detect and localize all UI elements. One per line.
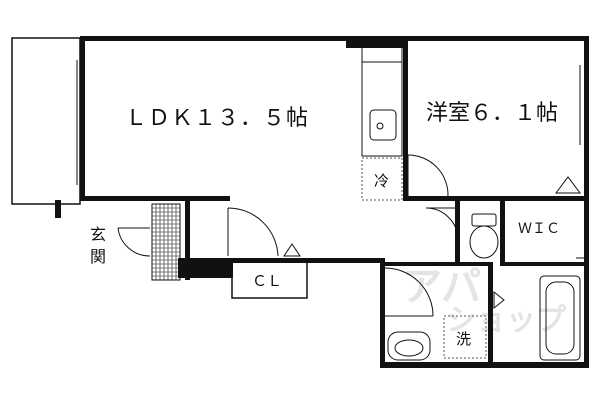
balcony-window [76, 60, 84, 185]
toilet [469, 213, 499, 259]
watermark-text-top: アパ [402, 264, 481, 310]
toilet-door [425, 207, 459, 241]
hall-door [227, 207, 301, 257]
fridge-label: 冷 [374, 172, 389, 190]
balcony [11, 37, 81, 205]
wic-label: ＷＩＣ [518, 221, 560, 237]
watermark-logo: アパ ショップ [402, 264, 567, 338]
washer-label: 洗 [456, 330, 471, 348]
kitchen-counter [361, 45, 403, 157]
fridge-space [361, 157, 403, 201]
western-room-door [407, 154, 449, 197]
western-room-window [579, 65, 588, 145]
closet-label: ＣＬ [252, 272, 282, 290]
watermark-text-bottom: ショップ [446, 303, 567, 338]
entrance-label-line1: 玄 [90, 225, 106, 244]
entrance-door [117, 227, 151, 257]
western-room-label: 洋室６．１帖 [426, 101, 558, 126]
western-closet-marker [555, 176, 581, 194]
closet-box [231, 261, 308, 299]
bathtub [539, 275, 581, 361]
entrance-label-line2: 関 [90, 247, 106, 266]
ldk-label: ＬＤＫ１３．５帖 [125, 106, 309, 131]
shoe-cabinet [151, 203, 181, 281]
washroom [384, 267, 505, 361]
walls [55, 36, 589, 368]
